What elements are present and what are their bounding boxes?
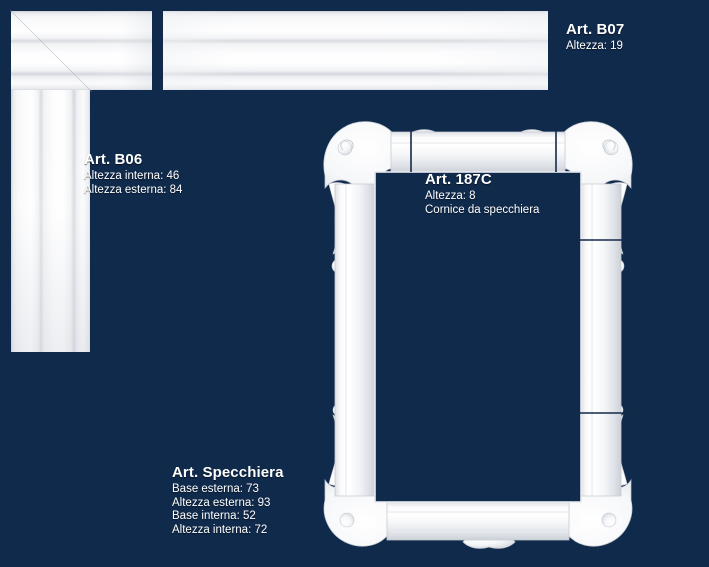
rail-bead-highlights — [345, 142, 612, 531]
mirror-frame-sample — [313, 110, 643, 560]
segment-joint-lines — [410, 124, 643, 414]
label-specchiera-title: Art. Specchiera — [172, 464, 284, 481]
label-187c-line-0: Altezza: 8 — [425, 190, 476, 202]
label-b06-line-0: Altezza interna: 46 — [84, 170, 180, 182]
label-b06: Art. B06 Altezza interna: 46 Altezza est… — [84, 152, 182, 198]
label-specchiera-line-2: Base interna: 52 — [172, 510, 256, 522]
b06-mitre-seam — [10, 10, 92, 92]
label-187c: Art. 187C Altezza: 8 Cornice da specchie… — [425, 172, 539, 218]
label-187c-line-1: Cornice da specchiera — [425, 203, 540, 216]
label-specchiera-line-0: Base esterna: 73 — [172, 483, 259, 495]
label-b06-line-1: Altezza esterna: 84 — [84, 183, 183, 196]
moulding-sample-b07 — [163, 11, 548, 90]
label-187c-title: Art. 187C — [425, 171, 492, 188]
label-specchiera-line-3: Altezza interna: 72 — [172, 523, 268, 536]
label-b07-line-0: Altezza: 19 — [566, 40, 623, 52]
mirror-opening — [375, 172, 581, 502]
label-specchiera-line-1: Altezza esterna: 93 — [172, 496, 271, 509]
rail-left — [334, 183, 376, 497]
b07-surface-grain — [163, 11, 548, 90]
label-b07: Art. B07 Altezza: 19 — [566, 22, 624, 55]
mirror-frame-body — [323, 121, 643, 549]
rail-right — [580, 183, 622, 497]
label-b06-title: Art. B06 — [84, 151, 143, 168]
label-specchiera: Art. Specchiera Base esterna: 73 Altezza… — [172, 465, 284, 538]
rail-top — [390, 131, 566, 173]
rail-bottom — [386, 501, 570, 541]
label-b07-title: Art. B07 — [566, 21, 625, 38]
